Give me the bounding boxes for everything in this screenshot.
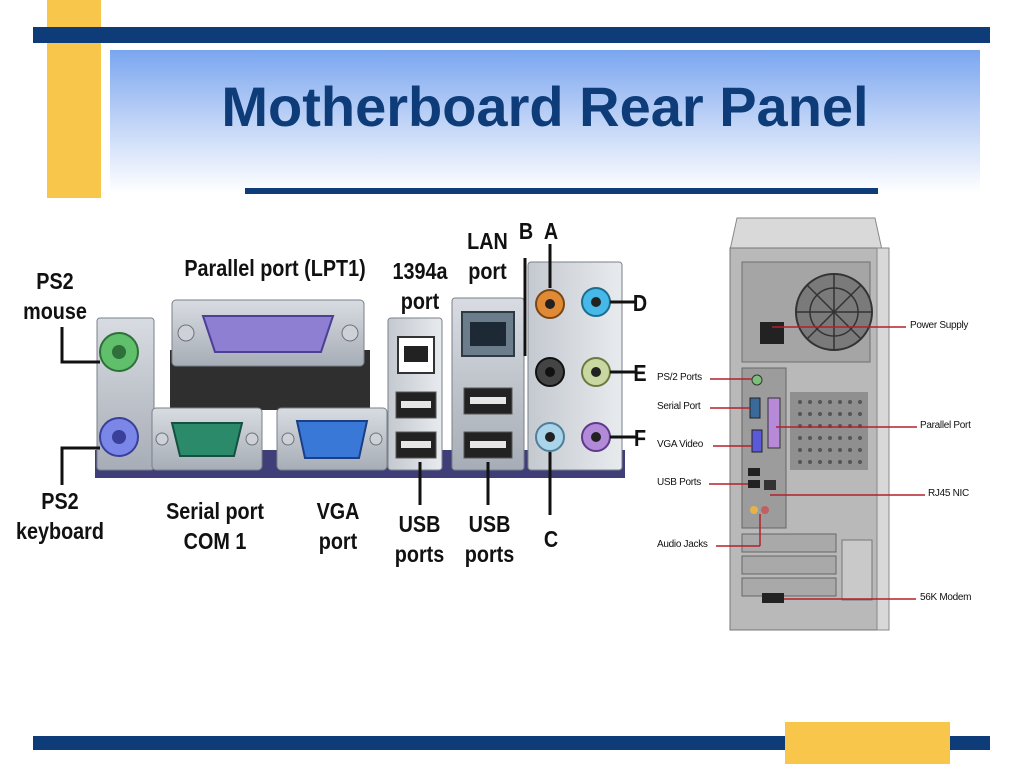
vga-port-screw-right xyxy=(369,432,383,446)
tower-parallel-port xyxy=(767,397,781,449)
tower-vga-port xyxy=(751,429,763,453)
vga-port-connector xyxy=(295,420,369,459)
parallel-port-screw-right xyxy=(341,324,359,342)
audio-jack-e-hole xyxy=(591,367,601,377)
label-tower-serial-port: Serial Port xyxy=(657,401,701,412)
label-tower-rj45-nic: RJ45 NIC xyxy=(928,488,969,499)
label-jack-b: B xyxy=(518,218,534,244)
top-navy-bar xyxy=(33,27,990,43)
lan-port-opening xyxy=(470,322,506,346)
leader-ps2-keyboard xyxy=(60,446,100,485)
tower-ps2-port xyxy=(751,374,763,386)
expansion-slot-2 xyxy=(741,555,837,575)
gold-accent-bottom xyxy=(785,722,950,764)
usb-port-1a-tongue xyxy=(401,401,431,408)
tower-rj45-port xyxy=(764,480,776,490)
ps2-mouse-port-center xyxy=(112,345,126,359)
tower-top xyxy=(729,217,883,251)
audio-jack-a-hole xyxy=(545,299,555,309)
label-usb-ports-2: USB ports xyxy=(464,511,515,567)
label-jack-e: E xyxy=(633,360,647,386)
tower-modem-port xyxy=(762,593,784,603)
usb-port-2a-tongue xyxy=(470,397,506,404)
tower-audio-jack-2 xyxy=(761,506,769,514)
audio-jack-f-hole xyxy=(591,432,601,442)
label-tower-56k-modem: 56K Modem xyxy=(920,592,972,603)
label-jack-d: D xyxy=(632,290,648,316)
tower-side xyxy=(876,247,890,631)
psu-fan-ring xyxy=(809,287,859,337)
tower-usb-port-2 xyxy=(748,480,760,488)
label-ps2-mouse: PS2 mouse xyxy=(23,268,87,324)
label-power-supply: Power Supply xyxy=(910,320,969,331)
label-tower-usb-ports: USB Ports xyxy=(657,477,701,488)
vga-port-screw-left xyxy=(281,432,295,446)
parallel-port-screw-left xyxy=(177,324,195,342)
label-tower-parallel-port: Parallel Port xyxy=(920,420,971,431)
title-gradient-band xyxy=(110,50,980,193)
label-jack-a: A xyxy=(543,218,559,244)
serial-port-connector xyxy=(170,422,244,457)
power-socket xyxy=(760,322,784,344)
label-lan-port: LAN port xyxy=(467,228,508,284)
label-1394a-port: 1394a port xyxy=(392,258,448,314)
audio-jack-d-hole xyxy=(591,297,601,307)
label-tower-vga-video: VGA Video xyxy=(657,439,704,450)
slide-title: Motherboard Rear Panel xyxy=(221,75,869,138)
expansion-slot-1 xyxy=(741,533,837,553)
label-tower-audio-jacks: Audio Jacks xyxy=(657,539,708,550)
parallel-port-connector xyxy=(201,315,335,353)
label-serial-port: Serial port COM 1 xyxy=(166,498,264,554)
tower-audio-jack-1 xyxy=(750,506,758,514)
bottom-navy-bar xyxy=(33,736,990,750)
tower-vent-holes xyxy=(798,400,862,464)
ps2-keyboard-port-center xyxy=(112,430,126,444)
serial-port-screw-right xyxy=(245,432,259,446)
serial-port-screw-left xyxy=(155,432,169,446)
psu-fan-grill xyxy=(796,274,872,350)
pc-tower xyxy=(729,217,890,631)
label-tower-ps2-ports: PS/2 Ports xyxy=(657,372,702,383)
tower-serial-port xyxy=(749,397,761,419)
audio-jack-c-hole xyxy=(545,432,555,442)
firewire-1394a-port-opening xyxy=(404,346,428,362)
label-jack-c: C xyxy=(543,526,559,552)
usb-port-1b-tongue xyxy=(401,441,431,448)
usb-port-2b-tongue xyxy=(470,441,506,448)
tower-vent xyxy=(790,392,868,470)
label-parallel-port: Parallel port (LPT1) xyxy=(184,255,366,281)
expansion-slot-3 xyxy=(741,577,837,597)
label-usb-ports-1: USB ports xyxy=(394,511,445,567)
label-vga-port: VGA port xyxy=(316,498,360,554)
label-ps2-keyboard: PS2 keyboard xyxy=(16,488,104,544)
label-jack-f: F xyxy=(633,425,647,451)
title-underline xyxy=(245,188,878,194)
leader-ps2-mouse xyxy=(60,327,100,364)
audio-jack-b-hole xyxy=(545,367,555,377)
tower-label-plate xyxy=(841,539,873,601)
tower-usb-port-1 xyxy=(748,468,760,476)
